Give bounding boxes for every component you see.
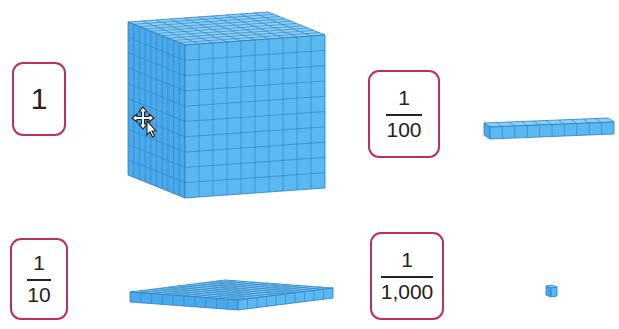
numerator: 1: [33, 251, 45, 275]
fraction-bar: [27, 279, 50, 281]
number: 1: [31, 82, 48, 117]
fraction-bar: [386, 114, 421, 116]
fraction: 110: [27, 251, 50, 306]
denominator: 100: [386, 118, 421, 142]
numerator: 1: [401, 248, 413, 272]
unit-grid: [128, 24, 185, 195]
denominator: 10: [27, 283, 50, 307]
value-label: 1: [31, 82, 48, 117]
denominator: 1,000: [381, 280, 434, 304]
fraction-bar: [381, 276, 434, 278]
block-face: [546, 286, 551, 297]
block-face: [130, 292, 238, 310]
block-face: [490, 122, 614, 139]
block-face: [551, 287, 557, 297]
move-cursor: [132, 107, 156, 137]
block-face: [185, 35, 325, 198]
value-box: 110: [10, 238, 68, 320]
unit-grid: [248, 289, 324, 309]
unit-grid: [502, 123, 601, 139]
unit-grid: [185, 36, 325, 197]
fraction: 1100: [386, 86, 421, 141]
block-face: [484, 123, 490, 139]
value-box: 1100: [368, 70, 440, 158]
value-box: 1: [12, 62, 66, 136]
value-box: 1 1,000: [370, 232, 444, 320]
numerator: 1: [398, 86, 410, 110]
block-face: [128, 22, 185, 198]
block-face: [238, 288, 333, 310]
fraction: 1 1,000: [381, 248, 434, 303]
unit-grid: [141, 293, 227, 309]
